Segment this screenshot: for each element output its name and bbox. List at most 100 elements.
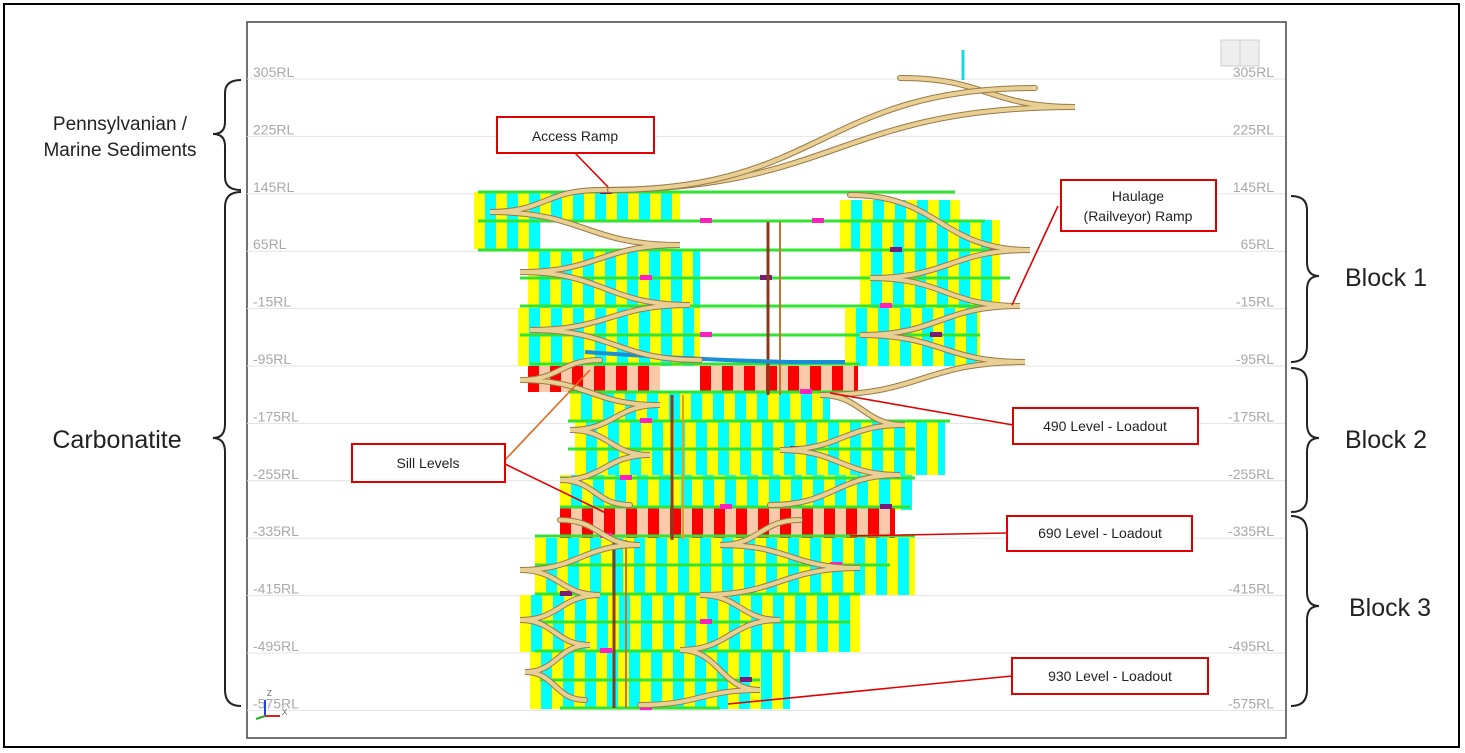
stope-cell — [832, 366, 843, 392]
stope-cell — [868, 475, 879, 510]
stope-cell — [614, 392, 625, 422]
drive-marker — [740, 677, 752, 682]
stope-cell — [959, 220, 970, 308]
drive-marker — [930, 332, 942, 337]
stope-cell — [722, 366, 733, 392]
stope-cell — [594, 366, 605, 392]
stope-cell — [868, 508, 879, 538]
callout-text-1: Haulage — [1112, 188, 1164, 204]
stope-cell — [747, 475, 758, 510]
stope-cell — [823, 392, 830, 422]
stope-cell — [879, 475, 890, 510]
stope-cell — [955, 308, 966, 366]
stope-cell — [835, 508, 846, 538]
stope-cell — [551, 308, 562, 366]
axis-z-label: Z — [267, 689, 272, 698]
stope-cell — [791, 475, 802, 510]
callout-leaders — [504, 152, 1059, 705]
rl-label-left: 65RL — [253, 236, 287, 252]
stope-cell — [639, 308, 650, 366]
stope-cell — [915, 220, 926, 308]
stope-cell — [788, 366, 799, 392]
axis-triad-icon: Z X — [255, 689, 288, 720]
drive-marker — [760, 275, 772, 280]
stope-cell — [595, 192, 606, 222]
stope-cell — [700, 366, 711, 392]
stope-cell — [671, 250, 682, 310]
stope-cell — [758, 475, 769, 510]
stope-cell — [562, 308, 573, 366]
callout-sill-levels: Sill Levels — [351, 443, 506, 483]
stope-cell — [661, 192, 672, 222]
callout-text-2: (Railveyor) Ramp — [1084, 208, 1193, 224]
bracket-block-2 — [1290, 367, 1320, 513]
stope-cell — [871, 220, 882, 308]
rl-label-right: -575RL — [1228, 695, 1274, 711]
stope-cell — [692, 508, 703, 538]
stope-cell — [736, 508, 747, 538]
view-cube-icon[interactable] — [1220, 39, 1260, 67]
stope-cell — [529, 308, 540, 366]
stope-cell — [802, 508, 813, 538]
zone-brackets — [212, 79, 1320, 707]
stope-cell — [627, 366, 638, 392]
drive-marker — [700, 332, 712, 337]
stope-cell — [846, 508, 857, 538]
haulage-ramp — [768, 193, 1031, 507]
axis-x-label: X — [282, 708, 288, 717]
stope-cell — [605, 250, 616, 310]
drive-marker — [890, 247, 902, 252]
stope-cell — [661, 308, 672, 366]
stope-cell — [758, 508, 769, 538]
stope-cell — [703, 475, 714, 510]
stope-cell — [592, 392, 603, 422]
stope-cell — [638, 366, 649, 392]
zone-label-carbonatite: Carbonatite — [52, 426, 181, 454]
stope-cell — [802, 475, 813, 510]
stope-cell — [606, 192, 617, 222]
loadout-sill-band — [528, 366, 660, 392]
rl-label-left: -335RL — [253, 523, 299, 539]
stope-cell — [890, 508, 895, 538]
figure-frame — [3, 3, 1460, 748]
block-label-3: Block 3 — [1349, 594, 1431, 622]
stope-cell — [901, 475, 912, 510]
drive-marker — [600, 648, 612, 653]
stope-band — [540, 192, 680, 222]
stope-cell — [669, 392, 680, 422]
stope-cell — [561, 366, 572, 392]
rl-label-right: -415RL — [1228, 581, 1274, 597]
stope-cell — [860, 220, 871, 308]
bracket-block-1 — [1290, 195, 1320, 363]
drive-marker — [560, 591, 572, 596]
callout-930-level: 930 Level - Loadout — [1011, 657, 1209, 695]
stope-cell — [744, 366, 755, 392]
stope-cell — [649, 250, 660, 310]
stope-cell — [683, 308, 694, 366]
stope-band — [528, 250, 700, 310]
stope-cell — [851, 200, 862, 250]
stope-cell — [628, 308, 639, 366]
stope-cell — [520, 595, 531, 652]
stope-cell — [694, 308, 700, 366]
rl-labels-right: 305RL225RL145RL65RL-15RL-95RL-175RL-255R… — [1228, 64, 1274, 711]
access-ramp — [489, 76, 1076, 362]
stope-cell — [670, 508, 681, 538]
drive-marker — [640, 275, 652, 280]
spiral-ramps — [489, 75, 1076, 708]
stope-cell — [850, 595, 860, 652]
stope-cell — [927, 420, 938, 475]
stope-cell — [561, 250, 572, 310]
stope-cell — [992, 220, 1000, 308]
callout-haulage-ramp: Haulage (Railveyor) Ramp — [1060, 179, 1217, 232]
stope-cell — [648, 475, 659, 510]
stope-cell — [637, 508, 648, 538]
stope-cell — [843, 366, 854, 392]
stope-cell — [922, 308, 933, 366]
stope-cell — [603, 392, 614, 422]
stope-cell — [639, 192, 650, 222]
stope-cell — [981, 220, 992, 308]
sill-ramp — [519, 358, 661, 507]
rl-label-left: -575RL — [253, 695, 299, 711]
